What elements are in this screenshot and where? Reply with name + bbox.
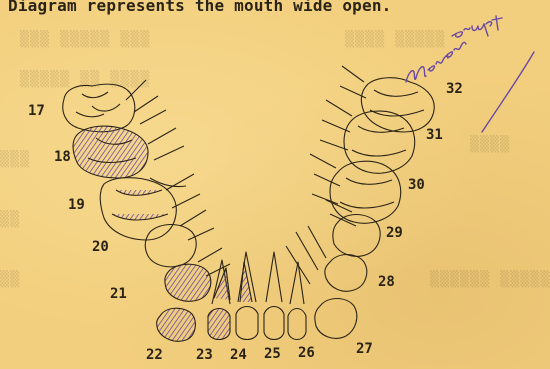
tooth-23: [208, 309, 230, 340]
tooth-number-20: 20: [92, 240, 109, 254]
tooth-number-29: 29: [386, 226, 403, 240]
tooth-number-18: 18: [54, 150, 71, 164]
tooth-20: [145, 225, 196, 267]
tooth-number-30: 30: [408, 178, 425, 192]
tooth-29: [333, 215, 380, 257]
tooth-26: [288, 309, 306, 340]
tooth-number-23: 23: [196, 348, 213, 362]
tooth-number-28: 28: [378, 275, 395, 289]
tooth-25: [264, 307, 284, 340]
tooth-number-21: 21: [110, 287, 127, 301]
tooth-18: [73, 126, 148, 178]
tooth-30: [330, 161, 401, 223]
tooth-number-17: 17: [28, 104, 45, 118]
tooth-number-19: 19: [68, 198, 85, 212]
handwritten-note: [402, 6, 542, 136]
tooth-28: [325, 255, 367, 292]
tooth-17: [63, 84, 135, 132]
tooth-number-25: 25: [264, 347, 281, 361]
tooth-27: [315, 299, 357, 339]
tooth-number-26: 26: [298, 346, 315, 360]
tooth-19: [100, 178, 176, 240]
tooth-number-22: 22: [146, 348, 163, 362]
tooth-24: [236, 307, 258, 340]
tooth-number-27: 27: [356, 342, 373, 356]
tooth-22: [157, 308, 196, 341]
tooth-21: [165, 264, 211, 301]
tooth-number-24: 24: [230, 348, 247, 362]
